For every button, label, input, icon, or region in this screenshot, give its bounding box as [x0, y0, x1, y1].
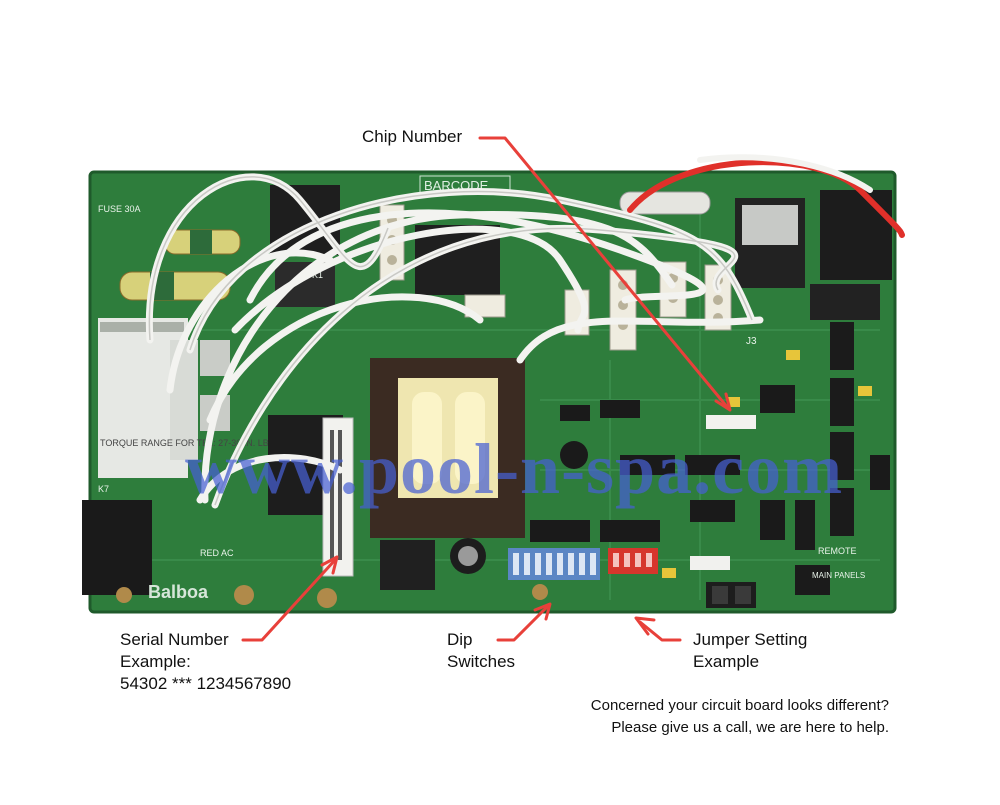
help-text-line2: Please give us a call, we are here to he…: [611, 719, 889, 736]
dip-switches-label-line2: Switches: [447, 652, 516, 671]
help-text-line1: Concerned your circuit board looks diffe…: [590, 697, 889, 714]
k7-silkscreen: K7: [98, 484, 109, 494]
jumper-setting-arrow: [638, 620, 682, 642]
relays: [82, 185, 892, 595]
serial-number-label: Serial Number: [120, 630, 229, 649]
fuse-silkscreen: FUSE 30A: [98, 204, 141, 214]
dip-switches-label: Dip: [447, 630, 473, 649]
dip-switch-bank: [508, 548, 658, 580]
serial-number-arrow: [241, 558, 337, 642]
fuse-components: [119, 191, 711, 301]
capacitors: [116, 441, 588, 608]
serial-number-example-value: 54302 *** 1234567890: [120, 674, 292, 693]
jumper-header: [690, 556, 756, 608]
jumper-setting-label-line2: Example: [693, 652, 760, 671]
transformer: [370, 358, 525, 538]
red-ac-silkscreen: RED AC: [200, 548, 234, 558]
jumper-setting-label: Jumper Setting: [693, 630, 808, 649]
k1-silkscreen: K1: [312, 270, 323, 280]
balboa-logo-silkscreen: Balboa: [148, 582, 209, 602]
torque-silkscreen: TORQUE RANGE FOR TB1: 27-30 IN. LBS.: [100, 438, 277, 448]
j3-silkscreen: J3: [746, 336, 757, 347]
ic-chips: [530, 385, 890, 542]
chip-number-sticker: [706, 415, 756, 429]
annotation-arrows: [241, 136, 732, 642]
remote-silkscreen: REMOTE: [818, 546, 857, 556]
dip-switches-arrow: [496, 604, 550, 642]
pin-headers: [795, 322, 854, 595]
chip-number-arrow: [478, 136, 730, 410]
chip-number-label: Chip Number: [362, 127, 463, 146]
serial-number-example-label: Example:: [120, 652, 191, 671]
watermark-text: www.pool-n-spa.com: [185, 429, 844, 509]
main-panels-silkscreen: MAIN PANELS: [812, 571, 865, 580]
